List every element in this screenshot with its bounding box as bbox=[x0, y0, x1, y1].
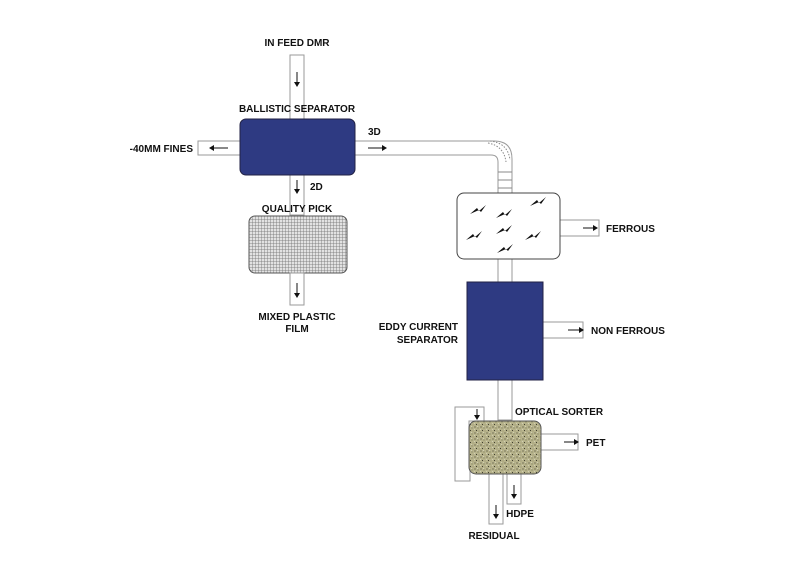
mixed-film-pipe bbox=[289, 272, 305, 306]
down-arrow-icon bbox=[294, 180, 300, 194]
ballistic-separator-box bbox=[239, 118, 356, 176]
three-d-label: 3D bbox=[368, 127, 381, 138]
fines-label: -40MM FINES bbox=[130, 144, 194, 155]
eddy-to-optical-pipe bbox=[497, 379, 513, 421]
mixed-film-label-line1: MIXED PLASTIC bbox=[258, 312, 335, 323]
infeed-pipe bbox=[289, 54, 305, 120]
right-arrow-icon bbox=[583, 225, 598, 231]
pet-label: PET bbox=[586, 438, 605, 449]
residual-outlet-pipe bbox=[488, 473, 504, 525]
two-d-label: 2D bbox=[310, 182, 323, 193]
down-arrow-icon bbox=[511, 485, 517, 499]
pet-outlet-pipe bbox=[539, 433, 579, 451]
down-arrow-icon bbox=[474, 409, 480, 420]
right-arrow-icon bbox=[564, 439, 579, 445]
right-arrow-icon bbox=[368, 145, 387, 151]
eddy-label-line2: SEPARATOR bbox=[397, 335, 459, 346]
quality-pick-box bbox=[248, 215, 348, 274]
down-arrow-icon bbox=[294, 72, 300, 87]
hdpe-label: HDPE bbox=[506, 509, 534, 520]
infeed-label: IN FEED DMR bbox=[265, 38, 331, 49]
ballistic-separator-label: BALLISTIC SEPARATOR bbox=[239, 104, 356, 115]
non-ferrous-label: NON FERROUS bbox=[591, 326, 665, 337]
eddy-current-separator-box bbox=[466, 281, 544, 381]
down-arrow-icon bbox=[493, 505, 499, 519]
optical-sorter-box bbox=[468, 420, 542, 475]
residual-label: RESIDUAL bbox=[468, 531, 519, 542]
three-d-pipe bbox=[353, 140, 513, 197]
left-arrow-icon bbox=[209, 145, 228, 151]
magnet-to-eddy-pipe bbox=[497, 258, 513, 284]
hdpe-outlet-pipe bbox=[506, 473, 522, 505]
fines-outlet-pipe bbox=[197, 140, 243, 156]
lightning-bolt-icons bbox=[466, 197, 546, 253]
ferrous-label: FERROUS bbox=[606, 224, 655, 235]
non-ferrous-outlet-pipe bbox=[542, 321, 584, 339]
down-arrow-icon bbox=[294, 283, 300, 298]
eddy-label-line1: EDDY CURRENT bbox=[379, 322, 458, 333]
mixed-film-label-line2: FILM bbox=[285, 324, 308, 335]
quality-pick-label: QUALITY PICK bbox=[262, 204, 333, 215]
right-arrow-icon bbox=[568, 327, 584, 333]
optical-sorter-label: OPTICAL SORTER bbox=[515, 407, 604, 418]
ferrous-outlet-pipe bbox=[558, 219, 600, 237]
